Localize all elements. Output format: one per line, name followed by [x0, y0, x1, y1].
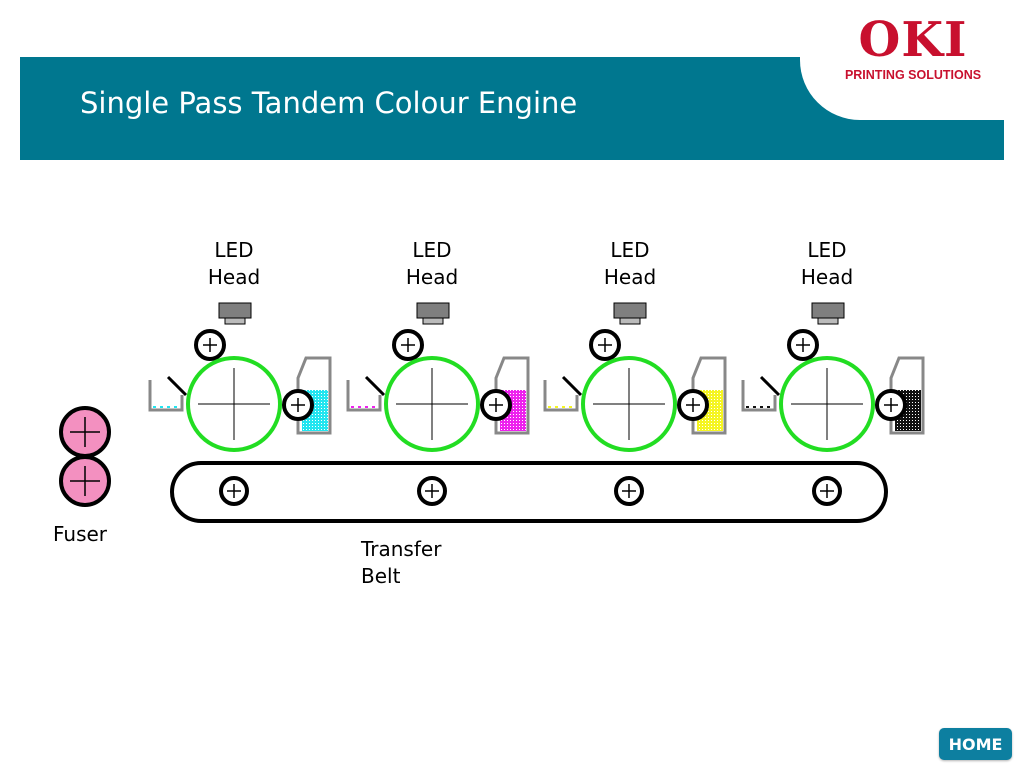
belt-label-line2: Belt	[361, 564, 401, 588]
belt-label-line1: Transfer	[361, 537, 442, 561]
cleaning-blade	[741, 375, 781, 412]
led-head-icon	[416, 302, 450, 325]
led-head-icon	[613, 302, 647, 325]
cleaning-blade	[543, 375, 583, 412]
fuser-label: Fuser	[53, 522, 108, 546]
photoconductor-drum	[384, 356, 480, 452]
led-label-line2: Head	[800, 265, 854, 289]
led-label-line1: LED	[214, 238, 254, 262]
print-unit-yellow	[543, 302, 727, 452]
led-head-label-magenta: LED Head	[392, 237, 472, 291]
belt-roller	[614, 476, 644, 506]
led-head-icon	[218, 302, 252, 325]
developer-roller	[480, 389, 512, 421]
oki-logo: OKI	[858, 12, 968, 68]
led-label-line2: Head	[207, 265, 261, 289]
photoconductor-drum	[581, 356, 677, 452]
led-label-line2: Head	[405, 265, 459, 289]
belt-roller	[219, 476, 249, 506]
led-label-line1: LED	[807, 238, 847, 262]
led-head-label-black: LED Head	[787, 237, 867, 291]
led-label-line1: LED	[610, 238, 650, 262]
fuser-roller-bottom	[59, 455, 111, 507]
photoconductor-drum	[186, 356, 282, 452]
charge-roller	[589, 329, 621, 361]
logo-panel	[800, 0, 1004, 120]
led-label-line2: Head	[603, 265, 657, 289]
cleaning-blade	[346, 375, 386, 412]
page-title: Single Pass Tandem Colour Engine	[80, 86, 578, 120]
fuser-roller-top	[59, 406, 111, 458]
belt-roller	[812, 476, 842, 506]
transfer-belt	[170, 461, 888, 523]
charge-roller	[787, 329, 819, 361]
print-unit-magenta	[346, 302, 530, 452]
developer-roller	[282, 389, 314, 421]
transfer-belt-label: Transfer Belt	[361, 536, 441, 590]
developer-roller	[677, 389, 709, 421]
charge-roller	[194, 329, 226, 361]
print-unit-cyan	[148, 302, 332, 452]
led-head-label-yellow: LED Head	[590, 237, 670, 291]
developer-roller	[875, 389, 907, 421]
cleaning-blade	[148, 375, 188, 412]
led-label-line1: LED	[412, 238, 452, 262]
led-head-label-cyan: LED Head	[194, 237, 274, 291]
home-button[interactable]: HOME	[939, 728, 1012, 760]
charge-roller	[392, 329, 424, 361]
oki-logo-tagline: PRINTING SOLUTIONS	[844, 68, 982, 82]
led-head-icon	[811, 302, 845, 325]
belt-roller	[417, 476, 447, 506]
photoconductor-drum	[779, 356, 875, 452]
print-unit-black	[741, 302, 925, 452]
